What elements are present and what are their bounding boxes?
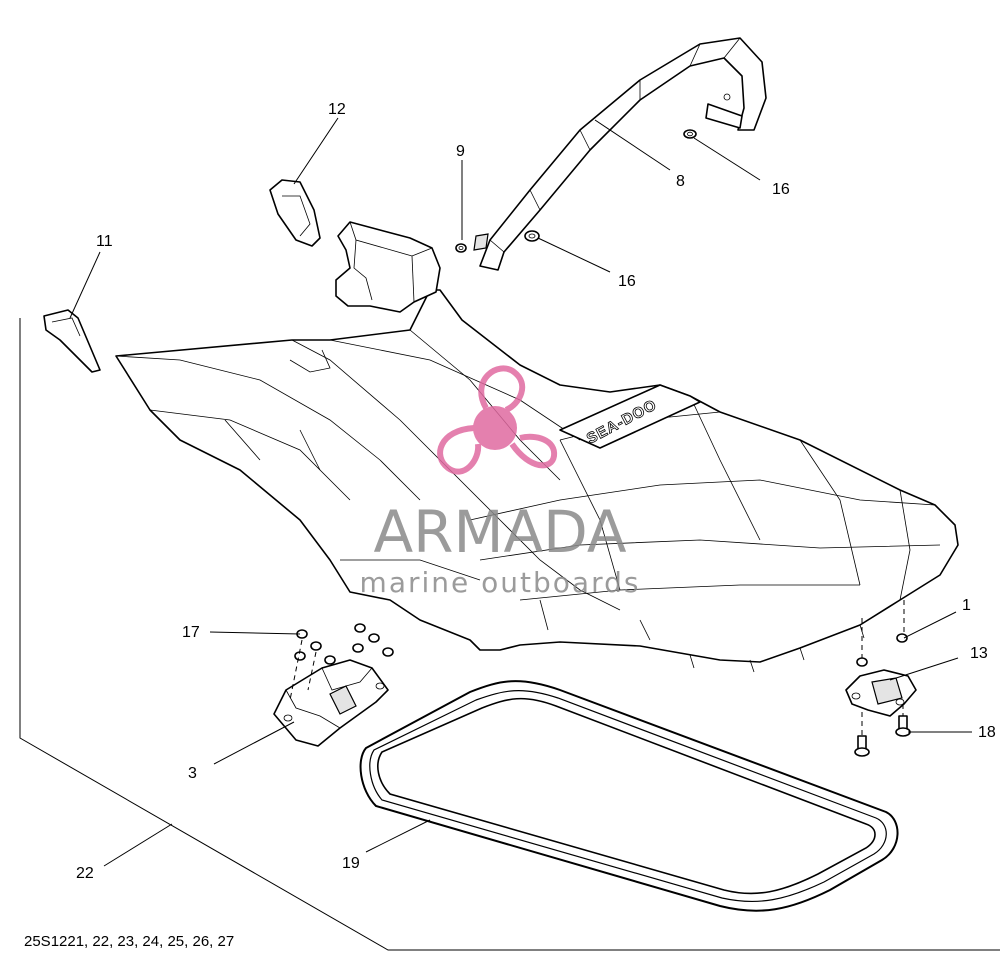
washer-1[interactable] [856, 633, 908, 667]
bolt-18[interactable] [854, 715, 911, 757]
leader-16-mid [537, 237, 611, 273]
leader-1 [903, 611, 957, 639]
leader-16-top [693, 137, 761, 181]
callout-12: 12 [328, 101, 346, 118]
callout-17: 17 [182, 624, 200, 641]
callout-19: 19 [342, 855, 360, 872]
latch-bracket-3[interactable] [273, 659, 389, 747]
callout-1: 1 [962, 597, 971, 614]
leader-12 [293, 117, 339, 185]
install-line-3a [289, 639, 303, 701]
seat-backrest[interactable] [335, 221, 441, 313]
callout-8: 8 [676, 173, 685, 190]
leader-11 [69, 251, 101, 319]
seal-gasket-19[interactable] [359, 680, 899, 912]
callout-18: 18 [978, 724, 996, 741]
callout-22: 22 [76, 865, 94, 882]
grab-strap-8[interactable] [473, 37, 767, 271]
watermark-brand: ARMADA [373, 498, 626, 566]
fastener-16-b[interactable] [683, 129, 697, 139]
watermark: ARMADA marine outboards [360, 365, 641, 599]
washer-9[interactable] [455, 243, 467, 253]
callout-13: 13 [970, 645, 988, 662]
fastener-16-a[interactable] [524, 230, 540, 242]
leader-3 [213, 721, 295, 765]
install-line-3b [307, 651, 317, 691]
part-11-trim[interactable] [43, 309, 101, 373]
diagram-reference: 25S1221, 22, 23, 24, 25, 26, 27 [24, 933, 234, 950]
assembly-bracket-22 [19, 318, 1000, 951]
leader-13 [889, 657, 959, 681]
callout-9: 9 [456, 143, 465, 160]
leader-19 [365, 819, 431, 853]
part-12-cap[interactable] [269, 179, 321, 247]
nuts-17[interactable] [294, 623, 394, 665]
leader-17 [209, 631, 301, 635]
latch-13[interactable] [845, 669, 917, 717]
callout-3: 3 [188, 765, 197, 782]
leader-22 [103, 823, 173, 867]
watermark-tagline: marine outboards [360, 566, 641, 599]
leader-8 [594, 119, 671, 171]
callout-16-top: 16 [772, 181, 790, 198]
seat[interactable]: SEA-DOO [115, 289, 959, 673]
callout-16-mid: 16 [618, 273, 636, 290]
callout-11: 11 [96, 233, 113, 250]
watermark-logo-icon [437, 365, 558, 475]
